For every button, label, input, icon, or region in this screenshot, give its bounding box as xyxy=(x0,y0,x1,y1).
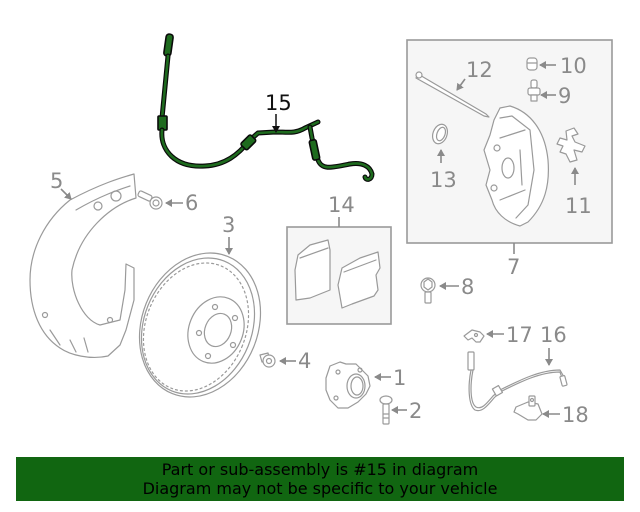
part-14-brake-pads[interactable] xyxy=(294,239,381,309)
callout-3-label[interactable]: 3 xyxy=(222,213,235,237)
part-10-bleeder-cap[interactable] xyxy=(526,57,538,71)
part-16-sensor-cable[interactable] xyxy=(467,351,568,412)
part-2-bolt[interactable] xyxy=(379,395,393,425)
callout-5-label[interactable]: 5 xyxy=(50,169,63,193)
callout-2-label[interactable]: 2 xyxy=(409,399,422,423)
banner-line-1: Part or sub-assembly is #15 in diagram xyxy=(161,460,479,479)
part-15-wear-sensor[interactable] xyxy=(157,33,375,182)
callout-16-label[interactable]: 16 xyxy=(540,323,567,347)
part-5-dust-shield[interactable] xyxy=(29,173,137,359)
callout-1-label[interactable]: 1 xyxy=(393,366,406,390)
part-17-bracket[interactable] xyxy=(463,329,485,343)
callout-6-label[interactable]: 6 xyxy=(185,191,198,215)
banner-line-2: Diagram may not be specific to your vehi… xyxy=(142,479,498,498)
part-3-brake-rotor[interactable] xyxy=(119,235,282,416)
part-18-bracket[interactable] xyxy=(513,395,543,421)
callout-12-label[interactable]: 12 xyxy=(466,58,493,82)
part-7-caliper[interactable] xyxy=(483,105,550,227)
callout-7-label[interactable]: 7 xyxy=(507,255,520,279)
part-6-screw[interactable] xyxy=(137,190,163,210)
part-12-guide-pin[interactable] xyxy=(415,71,490,118)
part-13-seal[interactable] xyxy=(430,122,450,146)
part-1-wheel-hub[interactable] xyxy=(325,361,371,409)
callout-11-label[interactable]: 11 xyxy=(565,194,592,218)
info-banner: Part or sub-assembly is #15 in diagram D… xyxy=(16,457,624,501)
callout-4-label[interactable]: 4 xyxy=(298,349,311,373)
callout-14-label[interactable]: 14 xyxy=(328,193,355,217)
callout-10-label[interactable]: 10 xyxy=(560,54,587,78)
part-9-bleeder-valve[interactable] xyxy=(527,79,541,102)
callout-13-label[interactable]: 13 xyxy=(430,168,457,192)
part-8-bolt[interactable] xyxy=(420,277,436,304)
callout-18-label[interactable]: 18 xyxy=(562,403,589,427)
callout-8-label[interactable]: 8 xyxy=(461,275,474,299)
part-4-screw[interactable] xyxy=(259,352,276,368)
callout-9-label[interactable]: 9 xyxy=(558,84,571,108)
part-11-clip[interactable] xyxy=(556,127,586,163)
callout-15-label[interactable]: 15 xyxy=(265,91,292,115)
callout-17-label[interactable]: 17 xyxy=(506,323,533,347)
